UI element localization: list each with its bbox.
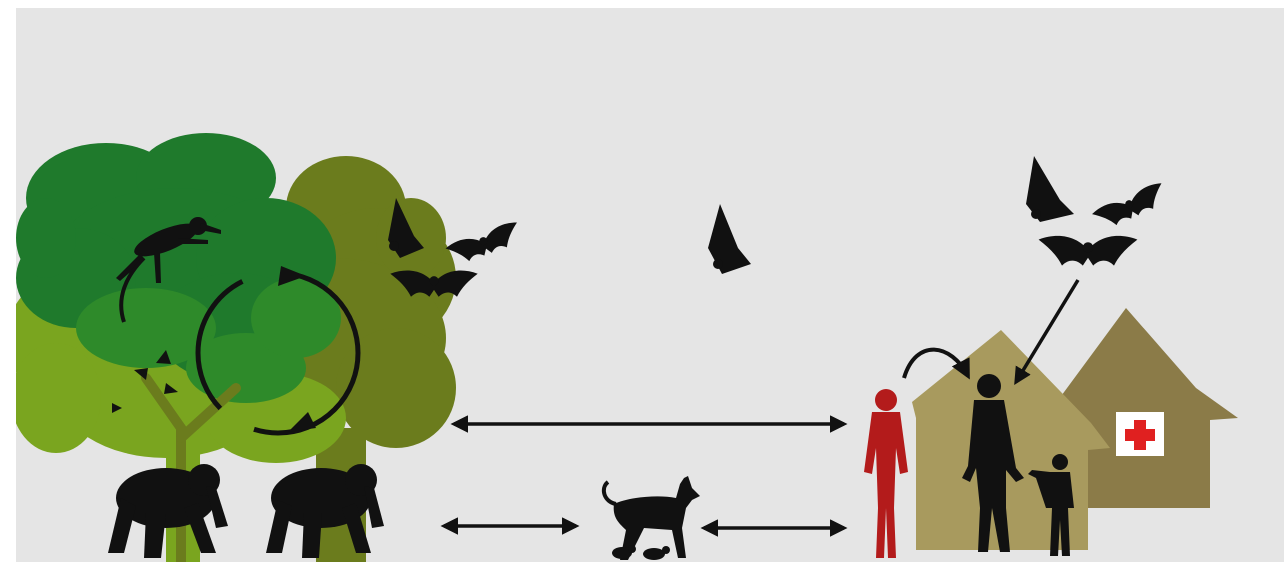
red-cross-icon: [1116, 412, 1164, 456]
diagram-canvas: [16, 8, 1284, 562]
transmission-diagram: [16, 8, 1284, 562]
